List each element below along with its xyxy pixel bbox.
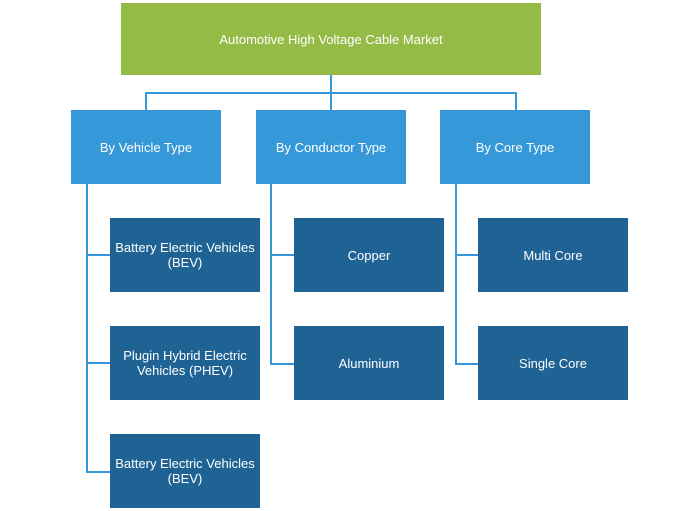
leaf-conductor-copper: Copper bbox=[294, 218, 444, 292]
leaf-vehicle-bev: Battery Electric Vehicles (BEV) bbox=[110, 218, 260, 292]
connector-conductor-item-2 bbox=[270, 363, 294, 365]
connector-to-conductor-type bbox=[330, 92, 332, 110]
connector-conductor-trunk bbox=[270, 184, 272, 365]
connector-vehicle-trunk bbox=[86, 184, 88, 473]
leaf-label: Multi Core bbox=[523, 247, 583, 263]
leaf-core-multi: Multi Core bbox=[478, 218, 628, 292]
category-vehicle-type: By Vehicle Type bbox=[71, 110, 221, 184]
root-node: Automotive High Voltage Cable Market bbox=[121, 3, 541, 75]
leaf-vehicle-bev-2: Battery Electric Vehicles (BEV) bbox=[110, 434, 260, 508]
connector-root-down bbox=[330, 75, 332, 93]
leaf-core-single: Single Core bbox=[478, 326, 628, 400]
connector-core-item-1 bbox=[455, 254, 479, 256]
category-label: By Conductor Type bbox=[275, 139, 387, 155]
root-label: Automotive High Voltage Cable Market bbox=[219, 31, 443, 47]
connector-vehicle-item-3 bbox=[86, 471, 110, 473]
connector-conductor-item-1 bbox=[270, 254, 294, 256]
category-conductor-type: By Conductor Type bbox=[256, 110, 406, 184]
connector-vehicle-item-2 bbox=[86, 362, 110, 364]
leaf-label: Copper bbox=[347, 247, 391, 263]
leaf-label: Aluminium bbox=[338, 355, 400, 371]
leaf-conductor-aluminium: Aluminium bbox=[294, 326, 444, 400]
connector-core-item-2 bbox=[455, 363, 479, 365]
leaf-label: Plugin Hybrid Electric Vehicles (PHEV) bbox=[123, 348, 247, 378]
category-core-type: By Core Type bbox=[440, 110, 590, 184]
connector-to-core-type bbox=[515, 92, 517, 110]
connector-core-trunk bbox=[455, 184, 457, 365]
leaf-label: Single Core bbox=[519, 355, 587, 371]
category-label: By Core Type bbox=[475, 139, 555, 155]
leaf-label: Battery Electric Vehicles (BEV) bbox=[115, 240, 255, 270]
connector-vehicle-item-1 bbox=[86, 254, 110, 256]
leaf-label: Battery Electric Vehicles (BEV) bbox=[115, 456, 255, 486]
connector-to-vehicle-type bbox=[145, 92, 147, 110]
leaf-vehicle-phev: Plugin Hybrid Electric Vehicles (PHEV) bbox=[110, 326, 260, 400]
category-label: By Vehicle Type bbox=[99, 139, 193, 155]
